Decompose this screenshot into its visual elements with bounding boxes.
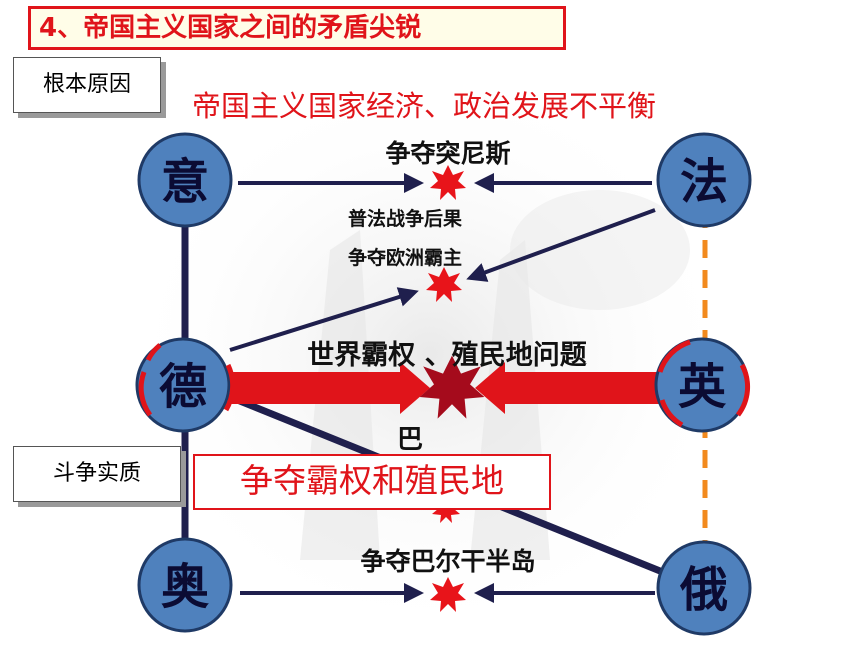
- node-italy-label: 意: [161, 154, 209, 210]
- arrow-germany-hegemony: [230, 362, 430, 414]
- root-cause-text: 帝国主义国家经济、政治发展不平衡: [192, 89, 657, 123]
- conflict-star-hegemony: [419, 355, 485, 419]
- node-france: 法: [656, 132, 752, 228]
- root-cause-label: 根本原因: [13, 57, 161, 113]
- node-france-label: 法: [680, 154, 728, 210]
- node-austria: 奥: [137, 537, 233, 633]
- essence-text: 争夺霸权和殖民地: [193, 454, 551, 510]
- page-title: 4、帝国主义国家之间的矛盾尖锐: [28, 6, 566, 50]
- node-russia: 俄: [656, 540, 752, 636]
- node-germany-label: 德: [159, 359, 207, 415]
- conflict-star-europe: [426, 267, 462, 302]
- label-world-hegemony: 世界霸权 、殖民地问题: [307, 340, 586, 371]
- label-hidden-partial: 巴: [397, 425, 423, 455]
- node-italy: 意: [137, 132, 233, 228]
- arrow-france-europe: [466, 208, 656, 282]
- node-russia-label: 俄: [679, 562, 728, 618]
- node-austria-label: 奥: [161, 559, 209, 615]
- node-britain-label: 英: [678, 359, 727, 415]
- label-tunisia: 争夺突尼斯: [385, 139, 510, 168]
- label-franco-prussian-2: 争夺欧洲霸主: [348, 246, 462, 269]
- arrow-britain-hegemony: [475, 362, 660, 414]
- conflict-star-tunisia: [430, 165, 466, 200]
- node-britain: 英: [654, 337, 751, 433]
- arrow-germany-europe: [229, 287, 419, 352]
- node-germany: 德: [135, 337, 236, 433]
- label-balkans: 争夺巴尔干半岛: [360, 547, 535, 576]
- conflict-star-balkans: [430, 577, 466, 612]
- essence-label: 斗争实质: [13, 446, 181, 502]
- label-franco-prussian-1: 普法战争后果: [348, 207, 462, 230]
